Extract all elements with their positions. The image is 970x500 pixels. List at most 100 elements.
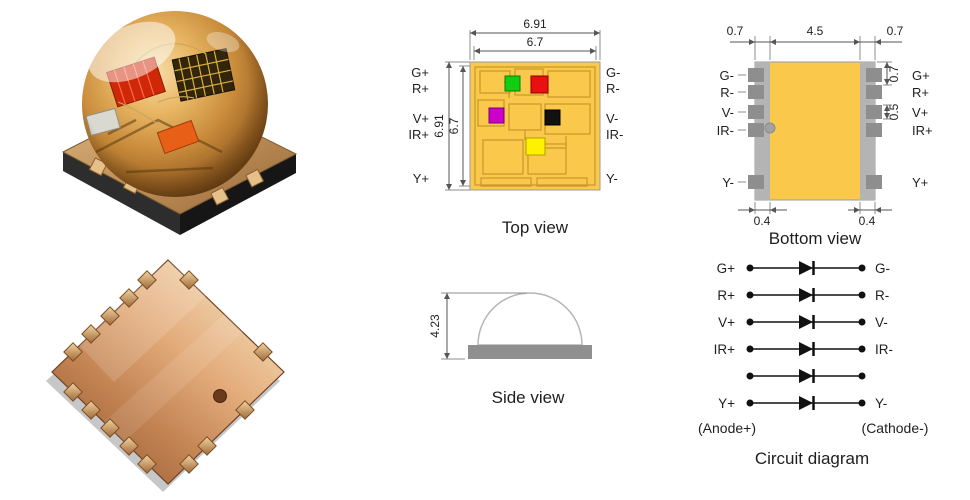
dim-inner-height: 6.7	[447, 65, 470, 187]
castellation-pad	[137, 270, 157, 290]
pin-label: IR+	[912, 123, 933, 138]
pin-label: R-	[606, 81, 620, 96]
cathode-pin-label: G-	[875, 261, 890, 276]
dim-bottom-left: 0.4	[738, 202, 787, 228]
anode-pin-label: G+	[717, 261, 736, 276]
castellation-pad	[100, 306, 120, 326]
pin-label: G+	[912, 68, 930, 83]
base-pad	[245, 168, 265, 188]
pin-label: IR-	[717, 123, 734, 138]
green-die	[504, 75, 521, 92]
pin-label: V-	[606, 111, 618, 126]
left-pads	[748, 68, 764, 189]
pin-label: G-	[606, 65, 620, 80]
package-side-left	[63, 152, 180, 235]
red-die	[530, 75, 549, 94]
led-underside-photo	[8, 240, 343, 498]
anode-group-label: (Anode+)	[698, 420, 756, 436]
base-pad	[210, 186, 230, 206]
diode-symbol	[799, 342, 813, 356]
svg-text:6.91: 6.91	[523, 17, 547, 31]
cathode-pin-label: Y-	[875, 396, 887, 411]
top-view-drawing: 6.91 6.7 6.91	[408, 17, 623, 237]
anode-pin-label: Y+	[718, 396, 735, 411]
cathode-pin-label: R-	[875, 288, 889, 303]
castellation-pad	[119, 436, 139, 456]
dim-right-upper: 0.7	[877, 61, 901, 86]
diode-symbol	[799, 288, 813, 302]
led-underside-photo-svg	[46, 259, 285, 492]
castellation-pad	[63, 382, 83, 402]
terminal-dot	[858, 264, 866, 272]
pin-label: Y-	[606, 171, 618, 186]
bottom-view-pin-labels: G- R- V- IR- Y- G+ R+ V+ IR+ Y+	[717, 68, 933, 190]
dim-top-left: 0.7	[727, 24, 744, 38]
top-view-caption: Top view	[502, 218, 569, 237]
side-view-panel: 4.23 Side view	[415, 262, 645, 427]
svg-text:0.4: 0.4	[859, 214, 876, 228]
side-view-drawing: 4.23 Side view	[428, 292, 592, 407]
dome-highlight	[88, 21, 176, 83]
sheen-band	[78, 260, 206, 382]
circuit-row	[746, 369, 866, 383]
pin-label: R+	[912, 85, 929, 100]
led-dome-photo	[8, 2, 343, 240]
substrate-profile	[468, 345, 592, 359]
bottom-view-panel: 0.7 4.5 0.7 0.7 0.5	[680, 8, 965, 256]
dim-row-top: 0.7 4.5 0.7	[727, 24, 904, 60]
circuit-row: Y+ Y-	[718, 396, 887, 411]
svg-text:6.7: 6.7	[447, 117, 461, 134]
terminal-dot	[858, 291, 866, 299]
terminal-dot	[858, 399, 866, 407]
magenta-die	[488, 107, 505, 124]
castellation-pad	[100, 418, 120, 438]
sheen-band	[104, 302, 256, 442]
dome-profile	[477, 292, 583, 346]
castellation-pad	[197, 436, 217, 456]
cathode-pin-label: V-	[875, 315, 888, 330]
pin-label: IR+	[408, 127, 429, 142]
dim-package-height: 4.23	[428, 292, 527, 360]
castellation-pad	[63, 342, 83, 362]
castellation-pad	[235, 400, 255, 420]
pin-label: G+	[411, 65, 429, 80]
circuit-row: V+ V-	[718, 315, 888, 330]
terminal-dot	[858, 345, 866, 353]
circuit-caption: Circuit diagram	[755, 449, 869, 468]
anode-pin-label: R+	[717, 288, 735, 303]
circuit-row: R+ R-	[717, 288, 889, 303]
castellation-pad	[179, 270, 199, 290]
diode-symbol	[799, 315, 813, 329]
svg-text:0.5: 0.5	[887, 103, 901, 120]
right-pads	[866, 68, 882, 189]
terminal-dot	[858, 372, 866, 380]
svg-text:6.91: 6.91	[432, 114, 446, 138]
dim-inner-width: 6.7	[473, 35, 597, 60]
dim-top-center: 4.5	[807, 24, 824, 38]
dome-highlight-small	[206, 31, 240, 53]
castellation-pad	[81, 324, 101, 344]
pin-label: Y-	[722, 175, 734, 190]
pin-label: V+	[912, 105, 928, 120]
dim-outer-width: 6.91	[469, 17, 601, 60]
castellation-pad	[179, 454, 199, 474]
dim-top-right: 0.7	[887, 24, 904, 38]
pin-label: V+	[413, 111, 429, 126]
yellow-die	[525, 137, 546, 156]
pin-label: IR-	[606, 127, 623, 142]
pin-label: G-	[720, 68, 734, 83]
dim-right-lower: 0.5	[883, 103, 901, 120]
castellation-pad	[137, 454, 157, 474]
pin-label: Y+	[413, 171, 429, 186]
terminal-dot	[858, 318, 866, 326]
castellation-pad	[119, 288, 139, 308]
pin-label: R+	[412, 81, 429, 96]
pin-label: R-	[720, 85, 734, 100]
cathode-pin-label: IR-	[875, 342, 893, 357]
circuit-panel: G+ G- R+ R- V+	[655, 248, 965, 496]
castellation-pad	[81, 400, 101, 420]
anode-pin-label: V+	[718, 315, 735, 330]
circuit-diagram: G+ G- R+ R- V+	[698, 261, 928, 468]
svg-text:0.7: 0.7	[887, 65, 901, 82]
